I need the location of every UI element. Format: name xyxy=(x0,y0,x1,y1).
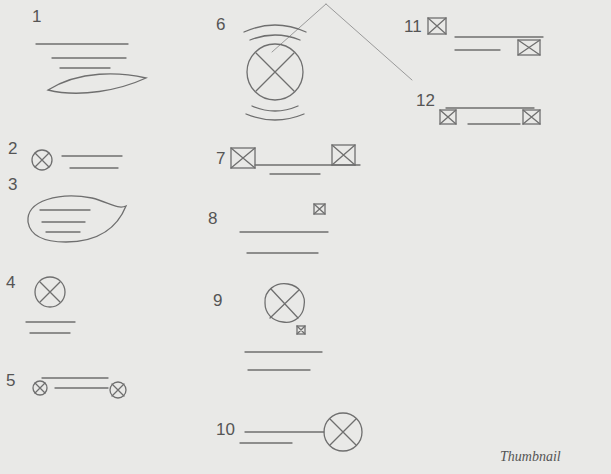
arc-line xyxy=(252,106,298,111)
image-placeholder xyxy=(265,284,304,323)
sketch-number: 10 xyxy=(216,421,235,438)
sketch-number: 8 xyxy=(208,210,217,227)
image-placeholder xyxy=(324,413,362,451)
placeholder-cross xyxy=(40,282,60,302)
image-placeholder xyxy=(297,326,305,334)
placeholder-cross xyxy=(518,40,540,55)
sketch-10 xyxy=(240,413,362,451)
placeholder-cross xyxy=(314,204,325,214)
image-placeholder xyxy=(440,110,456,124)
sketch-9 xyxy=(245,284,322,370)
text-line xyxy=(40,209,90,210)
image-placeholder xyxy=(247,44,303,100)
placeholder-cross xyxy=(112,384,124,396)
sketch-3 xyxy=(28,196,126,242)
text-line xyxy=(46,231,80,232)
placeholder-cross xyxy=(428,18,446,34)
sketch-number: 11 xyxy=(404,18,422,35)
arc-line xyxy=(246,114,304,120)
sketch-number: 9 xyxy=(213,292,222,309)
text-line xyxy=(247,252,318,253)
sketch-7 xyxy=(231,145,360,174)
text-line xyxy=(240,231,328,232)
image-placeholder xyxy=(523,110,540,124)
placeholder-cross xyxy=(330,419,356,445)
sketch-1 xyxy=(36,44,146,93)
image-placeholder xyxy=(35,277,65,307)
arc-line xyxy=(250,35,300,40)
text-line xyxy=(455,49,500,50)
placeholder-cross xyxy=(35,383,45,393)
text-line xyxy=(248,369,310,370)
text-line xyxy=(62,155,122,156)
sketch-number: 1 xyxy=(32,8,41,25)
text-line xyxy=(55,387,108,388)
text-line xyxy=(42,377,108,378)
sketch-5 xyxy=(33,378,126,398)
sketch-2 xyxy=(32,150,122,170)
image-placeholder xyxy=(518,40,540,55)
sketch-number: 4 xyxy=(6,274,15,291)
sketch-number: 7 xyxy=(216,150,225,167)
text-line xyxy=(26,321,75,322)
text-line xyxy=(446,107,534,108)
text-line xyxy=(30,332,70,333)
placeholder-cross xyxy=(256,53,294,91)
text-line xyxy=(36,43,128,44)
placeholder-cross xyxy=(332,145,355,165)
sketch-4 xyxy=(26,277,75,333)
sketch-number: 12 xyxy=(416,92,435,109)
placeholder-cross xyxy=(523,110,540,124)
leaf-shape xyxy=(48,74,146,93)
sketch-number: 6 xyxy=(216,16,225,33)
image-placeholder xyxy=(332,145,355,165)
image-placeholder xyxy=(314,204,325,214)
arc-line xyxy=(244,25,306,32)
text-line xyxy=(42,221,85,222)
sketch-number: 2 xyxy=(8,140,17,157)
image-placeholder xyxy=(428,18,446,34)
sketch-number: 5 xyxy=(6,372,15,389)
sketch-number: 3 xyxy=(8,176,17,193)
sketch-11 xyxy=(428,18,543,55)
sketch-8 xyxy=(240,204,328,253)
sheet-note: Thumbnail xyxy=(500,450,561,464)
text-line xyxy=(468,123,520,124)
placeholder-cross xyxy=(231,148,255,168)
sketch-12 xyxy=(440,108,540,124)
sketch-6 xyxy=(244,4,412,120)
placeholder-cross xyxy=(35,153,49,167)
text-line xyxy=(240,442,292,443)
text-line xyxy=(60,67,110,68)
placeholder-cross xyxy=(297,326,305,334)
text-line xyxy=(455,36,543,37)
image-placeholder xyxy=(110,382,126,398)
image-placeholder xyxy=(32,150,52,170)
text-line xyxy=(52,57,126,58)
text-line xyxy=(245,351,322,352)
text-line xyxy=(70,167,118,168)
placeholder-cross xyxy=(270,289,299,318)
smudge-line xyxy=(326,4,412,80)
text-line xyxy=(270,173,320,174)
image-placeholder xyxy=(231,148,255,168)
image-placeholder xyxy=(33,381,47,395)
placeholder-cross xyxy=(440,110,456,124)
text-line xyxy=(245,431,324,432)
leaf-shape xyxy=(28,196,126,242)
